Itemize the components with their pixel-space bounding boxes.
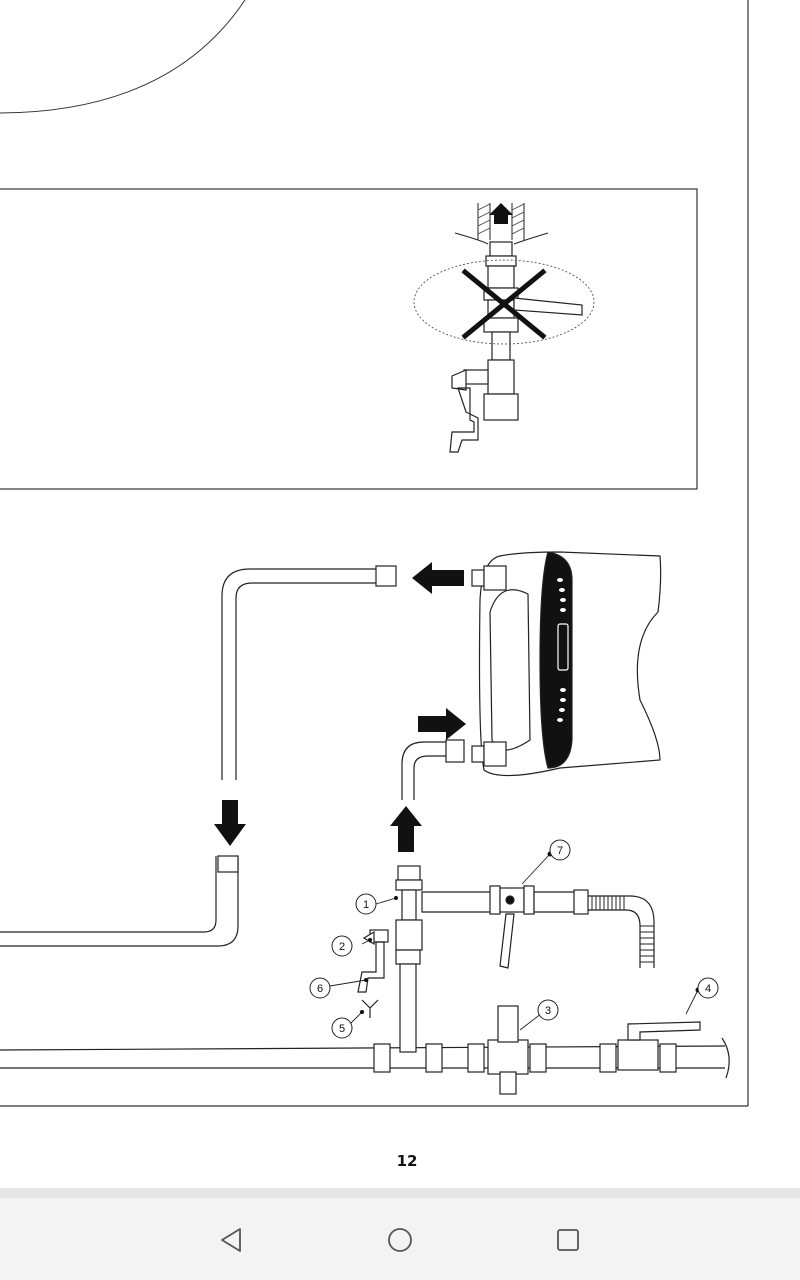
- back-button[interactable]: [212, 1220, 252, 1260]
- hot-water-pipe: [0, 565, 397, 947]
- home-button[interactable]: [380, 1220, 420, 1260]
- top-arc: [0, 0, 246, 114]
- main-supply-line: [0, 1005, 730, 1095]
- water-heater-unit: [471, 551, 662, 777]
- system-navigation-bar: [0, 1198, 800, 1280]
- recents-button[interactable]: [548, 1220, 588, 1260]
- cold-water-inlet-pipe: [401, 739, 465, 800]
- page-number: 12: [396, 1152, 418, 1170]
- document-page: 1 2 3 4 5 6 7 12: [0, 0, 749, 1170]
- triangle-back-icon: [221, 1228, 241, 1252]
- flow-up-arrow-icon: [489, 203, 513, 224]
- callout-7-label: 7: [557, 845, 563, 857]
- callout-1: 1: [355, 893, 377, 915]
- installation-diagram: 1 2 3 4 5 6 7: [0, 0, 749, 1107]
- flexible-hose: [588, 895, 655, 968]
- callout-5-label: 5: [339, 1023, 345, 1035]
- drain-symbol-icon: [361, 999, 379, 1018]
- viewer-gap: [0, 1188, 800, 1198]
- callout-4-label: 4: [705, 983, 711, 995]
- square-recents-icon: [557, 1229, 579, 1251]
- callout-6-label: 6: [317, 983, 323, 995]
- circle-home-icon: [388, 1228, 412, 1252]
- prohibited-zone: [413, 259, 595, 345]
- inlet-up-arrow-icon: [390, 806, 422, 852]
- prohibited-x-icon: [461, 268, 547, 340]
- callout-6: 6: [309, 977, 331, 999]
- outlet-down-arrow-icon: [214, 800, 246, 846]
- callout-3-label: 3: [545, 1005, 551, 1017]
- callout-4: 4: [697, 977, 719, 999]
- callout-7: 7: [549, 839, 571, 861]
- callout-2: 2: [331, 935, 353, 957]
- riser-assembly: [357, 865, 589, 1053]
- outlet-arrow-icon: [412, 562, 464, 594]
- callout-2-label: 2: [339, 941, 345, 953]
- callout-5: 5: [331, 1017, 353, 1039]
- callout-3: 3: [537, 999, 559, 1021]
- page-frame: [0, 0, 749, 1107]
- warning-panel: [0, 188, 698, 490]
- callout-1-label: 1: [363, 899, 369, 911]
- inlet-arrow-icon: [418, 708, 466, 740]
